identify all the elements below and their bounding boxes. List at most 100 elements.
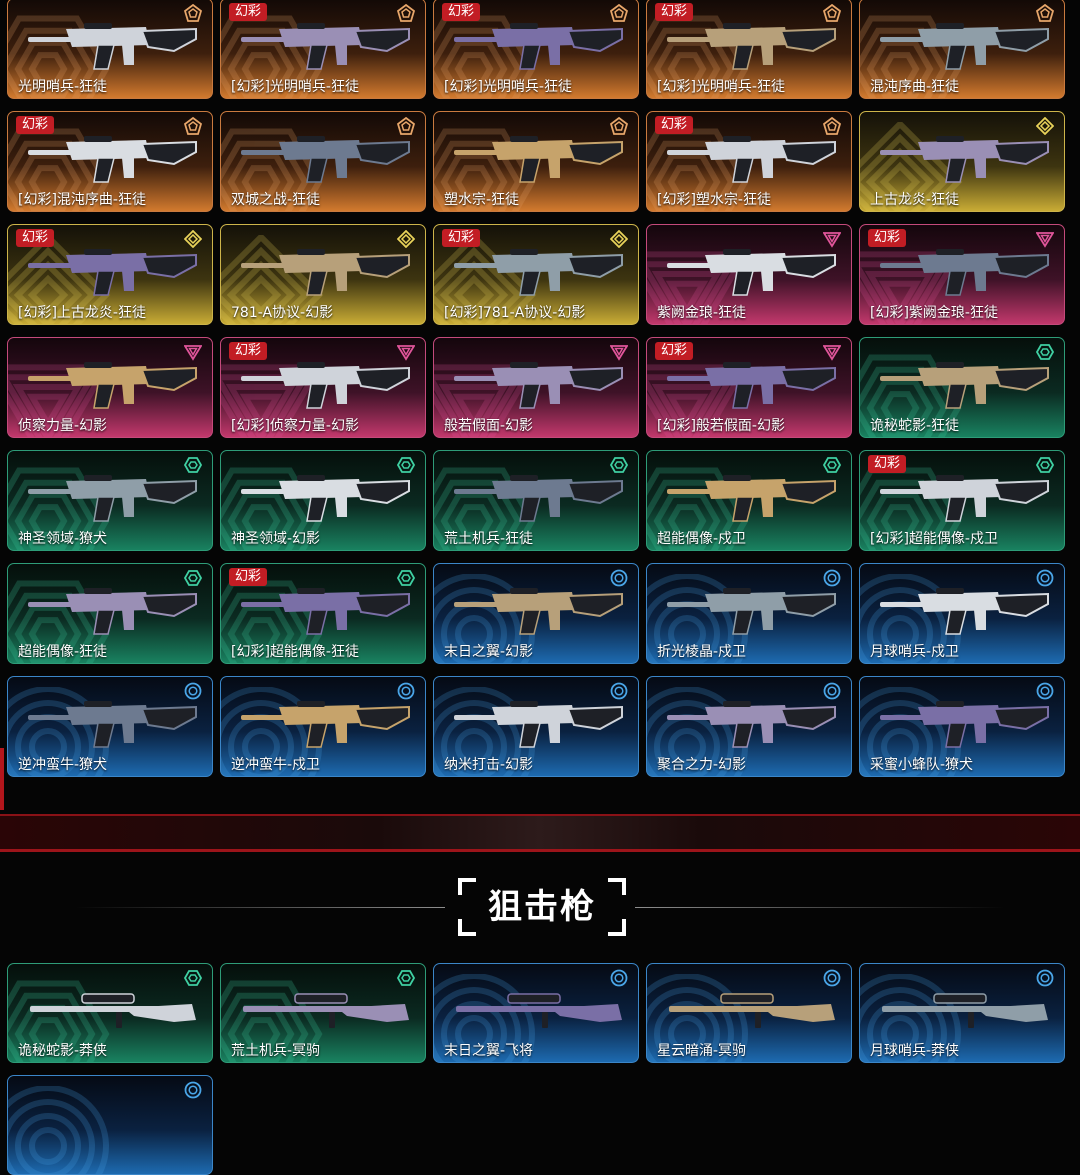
variant-badge: 幻彩 (655, 342, 694, 360)
skin-name-label: 末日之翼-飞将 (444, 1043, 534, 1059)
rifle-skin-card[interactable]: 神圣领域-獠犬 (7, 450, 213, 551)
rifle-skin-card[interactable]: 逆冲蛮牛-獠犬 (7, 676, 213, 777)
rifle-icon (454, 249, 623, 296)
skin-name-label: [幻彩]超能偶像-狂徒 (231, 644, 359, 660)
skin-name-label: 星云暗涌-冥驹 (657, 1043, 747, 1059)
pentagon-tier-icon (823, 4, 841, 22)
section-header-line-right (635, 907, 1005, 908)
rifle-skin-card[interactable]: 上古龙炎-狂徒 (859, 111, 1065, 212)
rifle-icon (880, 23, 1049, 70)
rifle-skin-card[interactable]: 幻彩[幻彩]塑水宗-狂徒 (646, 111, 852, 212)
triangle-tier-icon (610, 345, 628, 361)
variant-badge: 幻彩 (868, 229, 907, 247)
skin-name-label: [幻彩]光明哨兵-狂徒 (444, 79, 572, 95)
pentagon-tier-icon (397, 4, 415, 22)
rifle-skin-card[interactable]: 纳米打击-幻影 (433, 676, 639, 777)
skin-name-label: 超能偶像-戍卫 (657, 531, 747, 547)
rifle-icon (454, 362, 623, 409)
skin-name-label: 紫阙金琅-狂徒 (657, 305, 747, 321)
hexagon-tier-icon (184, 457, 202, 473)
pentagon-tier-icon (184, 117, 202, 135)
rifle-skin-card[interactable]: 紫阙金琅-狂徒 (646, 224, 852, 325)
skin-name-label: 折光棱晶-戍卫 (657, 644, 747, 660)
rifle-skin-card[interactable]: 幻彩[幻彩]光明哨兵-狂徒 (220, 0, 426, 99)
rifle-skin-card[interactable]: 神圣领域-幻影 (220, 450, 426, 551)
rifle-skin-card[interactable]: 双城之战-狂徒 (220, 111, 426, 212)
rifle-skin-card[interactable]: 幻彩 [幻彩]般若假面-幻影 (646, 337, 852, 438)
rifle-skin-card[interactable]: 幻彩[幻彩]侦察力量-幻影 (220, 337, 426, 438)
skin-name-label: 双城之战-狂徒 (231, 192, 321, 208)
rifle-icon (880, 136, 1049, 183)
rifle-icon (454, 701, 623, 748)
variant-badge: 幻彩 (16, 229, 55, 247)
rifle-skin-card[interactable]: 781-A协议-幻影 (220, 224, 426, 325)
rifle-skin-card[interactable]: 幻彩[幻彩]上古龙炎-狂徒 (7, 224, 213, 325)
rifle-skin-card[interactable]: 塑水宗-狂徒 (433, 111, 639, 212)
pentagon-tier-icon (610, 4, 628, 22)
rifle-skin-card[interactable]: 月球哨兵-戍卫 (859, 563, 1065, 664)
circle-tier-icon (1036, 682, 1054, 700)
rifle-skin-card[interactable]: 采蜜小蜂队-獠犬 (859, 676, 1065, 777)
rifle-skin-card[interactable]: 幻彩[幻彩]超能偶像-戍卫 (859, 450, 1065, 551)
rifle-skin-card[interactable]: 诡秘蛇影-狂徒 (859, 337, 1065, 438)
rifle-skin-card[interactable]: 折光棱晶-戍卫 (646, 563, 852, 664)
rifle-icon (880, 588, 1049, 635)
variant-badge: 幻彩 (16, 116, 55, 134)
variant-badge: 幻彩 (229, 342, 268, 360)
left-red-edge (0, 748, 4, 810)
pentagon-tier-icon (823, 117, 841, 135)
sniper-skin-card[interactable]: 诡秘蛇影-莽侠 (7, 963, 213, 1063)
skin-name-label: [幻彩]般若假面-幻影 (657, 418, 785, 434)
sniper-skin-card[interactable]: 月球哨兵-莽侠 (859, 963, 1065, 1063)
rifle-skin-card[interactable]: 光明哨兵-狂徒 (7, 0, 213, 99)
rifle-skin-card[interactable]: 幻彩[幻彩]781-A协议-幻影 (433, 224, 639, 325)
rifle-icon (28, 362, 197, 409)
rifle-skin-card[interactable]: 末日之翼-幻影 (433, 563, 639, 664)
triangle-tier-icon (1036, 232, 1054, 248)
rifle-icon (667, 23, 836, 70)
rifle-icon (28, 23, 197, 70)
skin-name-label: 上古龙炎-狂徒 (870, 192, 960, 208)
skin-name-label: 781-A协议-幻影 (231, 305, 334, 321)
sniper-skin-card[interactable]: 星云暗涌-冥驹 (646, 963, 852, 1063)
skin-name-label: 侦察力量-幻影 (18, 418, 108, 434)
sniper-rifle-icon (669, 993, 835, 1028)
variant-badge: 幻彩 (655, 116, 694, 134)
skin-name-label: [幻彩]781-A协议-幻影 (444, 305, 586, 321)
hexagon-tier-icon (184, 570, 202, 586)
rifle-skin-card[interactable]: 侦察力量-幻影 (7, 337, 213, 438)
rifle-skin-card[interactable]: 般若假面-幻影 (433, 337, 639, 438)
rifle-skin-card[interactable]: 荒土机兵-狂徒 (433, 450, 639, 551)
rifle-skin-card[interactable]: 超能偶像-戍卫 (646, 450, 852, 551)
rifle-icon (28, 701, 197, 748)
triangle-tier-icon (823, 345, 841, 361)
skin-name-label: 混沌序曲-狂徒 (870, 79, 960, 95)
hexagon-tier-icon (397, 570, 415, 586)
sniper-skin-card[interactable]: 荒土机兵-冥驹 (220, 963, 426, 1063)
rifle-icon (28, 249, 197, 296)
rifle-skin-card[interactable]: 幻彩[幻彩]光明哨兵-狂徒 (433, 0, 639, 99)
rifle-skin-card[interactable]: 超能偶像-狂徒 (7, 563, 213, 664)
diamond-tier-icon (1036, 117, 1054, 135)
rifle-skin-card[interactable]: 幻彩[幻彩]混沌序曲-狂徒 (7, 111, 213, 212)
sniper-skin-card[interactable] (7, 1075, 213, 1175)
skin-name-label: 月球哨兵-莽侠 (870, 1043, 960, 1059)
circle-tier-icon (184, 682, 202, 700)
rifle-skin-card[interactable]: 幻彩[幻彩]紫阙金琅-狂徒 (859, 224, 1065, 325)
rifle-skin-card[interactable]: 混沌序曲-狂徒 (859, 0, 1065, 99)
variant-badge: 幻彩 (229, 3, 268, 21)
rifle-skin-card[interactable]: 逆冲蛮牛-戍卫 (220, 676, 426, 777)
sniper-rifle-icon (456, 993, 622, 1028)
section-divider-band (0, 814, 1080, 852)
triangle-tier-icon (823, 232, 841, 248)
skin-name-label: 诡秘蛇影-莽侠 (18, 1043, 108, 1059)
triangle-tier-icon (397, 345, 415, 361)
rifle-skin-card[interactable]: 聚合之力-幻影 (646, 676, 852, 777)
hexagon-tier-icon (610, 457, 628, 473)
rifle-skin-card[interactable]: 幻彩[幻彩]超能偶像-狂徒 (220, 563, 426, 664)
sniper-skin-card[interactable]: 末日之翼-飞将 (433, 963, 639, 1063)
rifle-icon (880, 475, 1049, 522)
rifle-skin-card[interactable]: 幻彩[幻彩]光明哨兵-狂徒 (646, 0, 852, 99)
skin-name-label: 塑水宗-狂徒 (444, 192, 520, 208)
rifle-icon (667, 362, 836, 409)
